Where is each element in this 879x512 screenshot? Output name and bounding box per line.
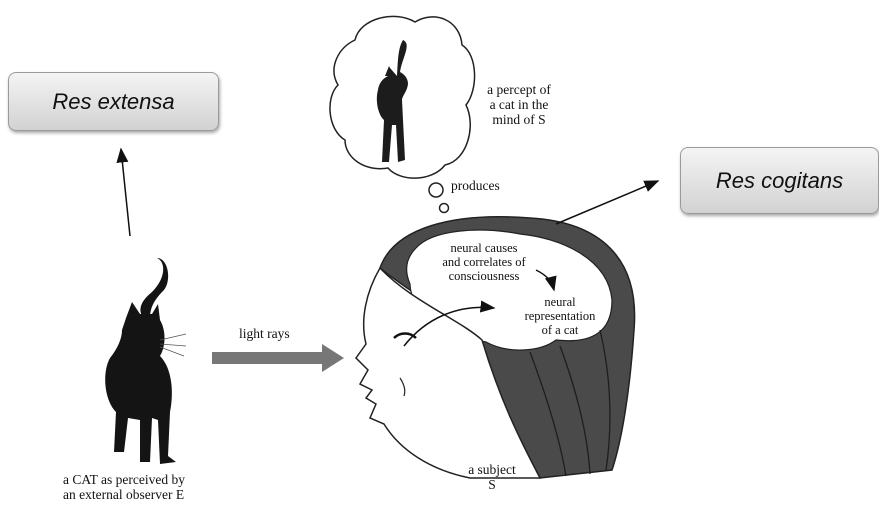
extensa-arrow (121, 149, 130, 236)
light-rays-label: light rays (239, 326, 290, 341)
res-extensa-label: Res extensa (52, 89, 174, 115)
cogitans-arrow (556, 181, 658, 224)
res-cogitans-box: Res cogitans (680, 147, 879, 214)
cat-icon (105, 258, 176, 464)
light-rays-arrow (212, 344, 344, 372)
neural-representation-label: neural representation of a cat (508, 295, 612, 337)
subject-label: a subject S (452, 462, 532, 492)
thought-bubble-small (440, 204, 449, 213)
produces-label: produces (451, 178, 500, 193)
cat-caption: a CAT as perceived by an external observ… (63, 472, 185, 502)
neural-causes-label: neural causes and correlates of consciou… (424, 241, 544, 283)
res-cogitans-label: Res cogitans (716, 168, 843, 194)
thought-bubble-large (429, 183, 443, 197)
res-extensa-box: Res extensa (8, 72, 219, 131)
percept-label: a percept of a cat in the mind of S (470, 82, 568, 127)
